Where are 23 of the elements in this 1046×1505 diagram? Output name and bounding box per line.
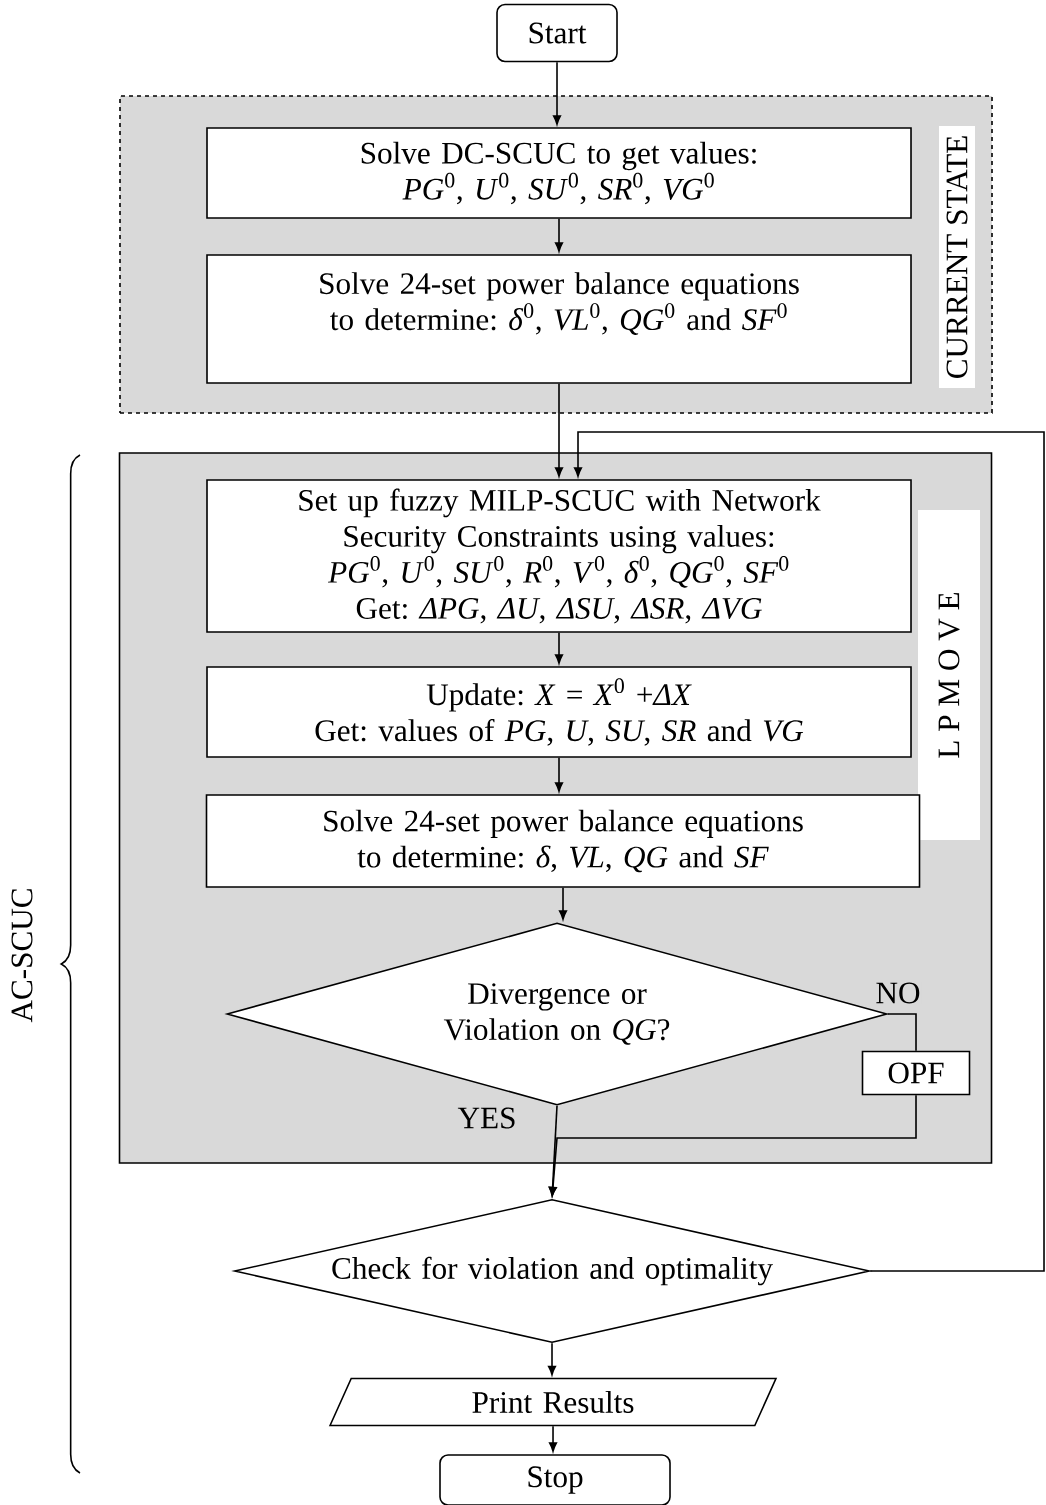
process-box: Update: X = X$^{0}$ +ΔX Get: values of PG, U, SU, SR and VG	[206, 666, 912, 758]
vertical-label: L P M O V E	[918, 510, 980, 840]
arrow	[887, 1013, 917, 1052]
process-box: Set up fuzzy MILP-SCUC with Network Security Constraints using values: PG$^{0}$, U$^{0}$, SU$^{0}$, R$^{0}$, V$^{0}$, δ$^{0}$, QG$^{0}$, SF$^{0}$ Get: ΔPG, ΔU, ΔSU, ΔSR, ΔVG	[206, 479, 912, 633]
edge-label: YES	[456, 1106, 518, 1130]
arrow	[554, 757, 564, 792]
process-box: Solve 24-set power balance equations to determine: δ, VL, QG and SF	[205, 794, 921, 888]
arrow	[554, 218, 564, 252]
arrow	[558, 887, 568, 920]
terminal-box: Start	[496, 3, 618, 63]
terminal-box: Stop	[439, 1454, 671, 1505]
arrow	[549, 1425, 558, 1452]
arrow	[547, 1342, 557, 1376]
vertical-label: AC-SCUC	[11, 889, 33, 1023]
arrow	[573, 431, 1045, 1272]
arrow	[554, 632, 564, 664]
arrow	[552, 61, 562, 125]
process-box: OPF	[861, 1050, 971, 1096]
arrow	[554, 383, 564, 477]
vertical-label: CURRENT STATE	[939, 126, 975, 388]
process-box: Solve DC-SCUC to get values: PG$^{0}$, U$^{0}$, SU$^{0}$, SR$^{0}$, VG$^{0}$	[206, 127, 912, 219]
arrow	[548, 1094, 917, 1197]
process-box: Solve 24-set power balance equations to determine: δ$^{0}$, VL$^{0}$, QG$^{0}$ and SF$^{0}$	[206, 254, 912, 384]
